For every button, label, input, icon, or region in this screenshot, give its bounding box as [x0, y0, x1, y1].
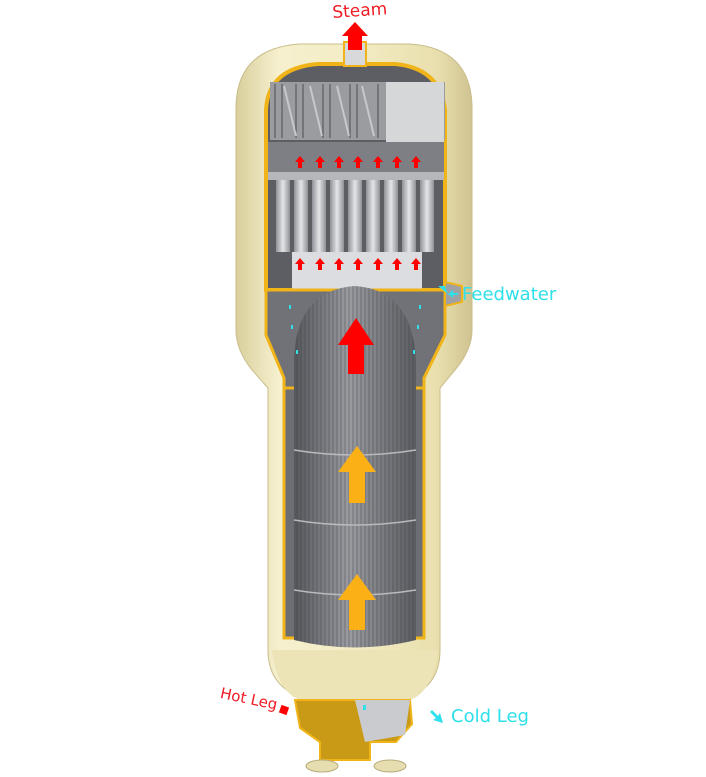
- steam-outlet-arrow: [342, 22, 368, 50]
- downcomer-flow-drops: [289, 305, 421, 710]
- hot-leg-marker: [278, 704, 290, 716]
- separator-flow-arrows-row1: [295, 156, 421, 168]
- cold-leg-label: Cold Leg: [451, 706, 529, 727]
- feedwater-label: Feedwater: [462, 284, 557, 305]
- cold-leg-arrow: [430, 710, 443, 723]
- moisture-separators: [276, 180, 434, 252]
- steam-dryer: [270, 82, 445, 144]
- feedwater-inlet: [438, 280, 463, 308]
- steam-label: Steam: [331, 0, 388, 23]
- primary-flow-arrow-lower: [338, 574, 376, 630]
- separator-base: [292, 252, 422, 290]
- separator-flow-arrows-row2: [295, 258, 421, 270]
- primary-flow-arrow-upper: [338, 446, 376, 503]
- bundle-top-red-arrow: [338, 318, 374, 374]
- lower-head: [272, 650, 438, 702]
